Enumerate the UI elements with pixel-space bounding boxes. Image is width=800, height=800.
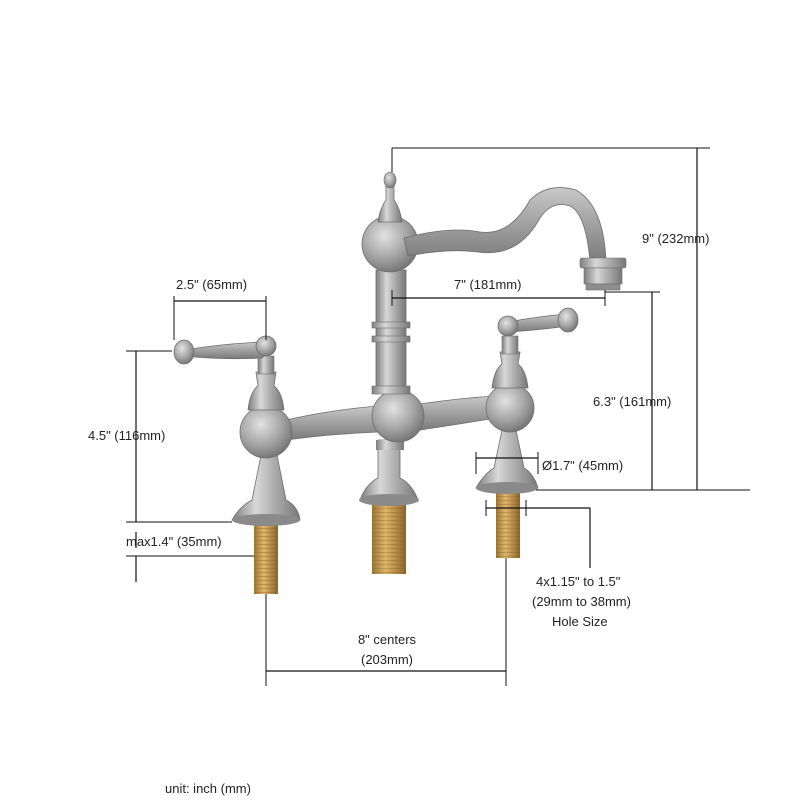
center-column (359, 171, 425, 506)
right-valve (475, 335, 539, 494)
faucet-illustration (173, 171, 627, 594)
spout-aerator (579, 257, 627, 291)
right-shank (496, 490, 520, 558)
left-shank (254, 522, 278, 594)
bridge-left-arm (285, 405, 379, 441)
spout-reach-label: 7" (181mm) (454, 277, 521, 292)
center-shank (372, 500, 406, 574)
unit-note: unit: inch (mm) (165, 781, 251, 796)
left-lever-handle (173, 335, 277, 365)
handle-length-label: 2.5" (65mm) (176, 277, 247, 292)
handle-height-label: 4.5" (116mm) (88, 428, 165, 443)
bridge-right-arm (419, 395, 497, 431)
overall-height-label: 9" (232mm) (642, 231, 709, 246)
left-valve (231, 355, 301, 526)
centers-label-line2: (203mm) (361, 652, 413, 667)
hole-size-label-line2: (29mm to 38mm) (532, 594, 631, 609)
hole-size-label-line3: Hole Size (552, 614, 608, 629)
hole-size-label-line1: 4x1.15" to 1.5" (536, 574, 621, 589)
base-diameter-label: Ø1.7" (45mm) (542, 458, 623, 473)
dimension-labels: 9" (232mm) 7" (181mm) 6.3" (161mm) 2.5" … (88, 231, 709, 796)
right-lever-handle (497, 307, 579, 337)
gooseneck-spout (403, 187, 607, 263)
spout-height-label: 6.3" (161mm) (593, 394, 671, 409)
centers-label-line1: 8" centers (358, 632, 417, 647)
max-deck-label: max1.4" (35mm) (126, 534, 222, 549)
dimension-lines (126, 147, 750, 686)
